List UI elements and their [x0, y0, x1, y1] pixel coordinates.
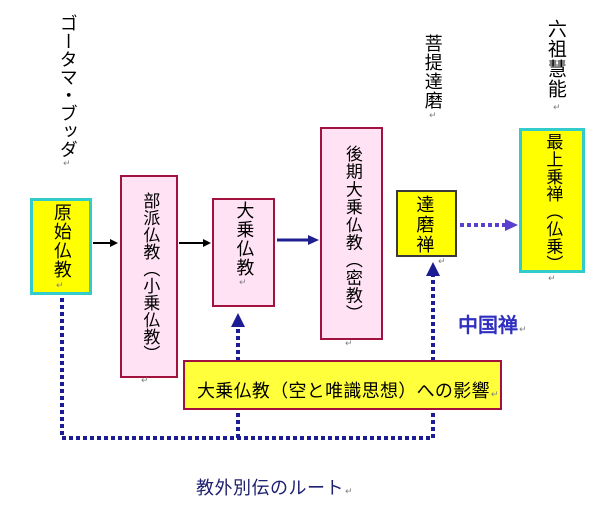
box-sectarian-buddhism: 部派仏教（小乗仏教） [120, 175, 178, 378]
arrow-early-to-sectarian-head [110, 239, 118, 247]
paragraph-mark: ↵ [438, 257, 446, 267]
paragraph-mark: ↵ [548, 274, 556, 284]
box-early-buddhism: 原始仏教 [30, 198, 92, 295]
label-sixth-patriarch-huineng: 六祖慧能 [544, 19, 567, 99]
box-supreme-vehicle-zen: 最上乗禅（仏乗） [519, 128, 585, 273]
route-arrowhead-daruma-zen [426, 262, 440, 276]
box-mahayana-influence-text: 大乗仏教（空と唯識思想）への影響 [197, 381, 490, 402]
box-early-buddhism-text: 原始仏教 [50, 203, 72, 279]
paragraph-mark: ↵ [141, 376, 149, 386]
arrow-daruma-to-supreme-zen-head [505, 219, 518, 231]
arrow-mahayana-to-late-mahayana-head [308, 235, 319, 245]
label-chinese-zen: 中国禅↵ [458, 313, 527, 342]
label-chinese-zen-text: 中国禅 [458, 313, 518, 337]
route-line-main [60, 298, 433, 440]
box-mahayana-buddhism-text: 大乗仏教 [233, 201, 255, 277]
paragraph-mark: ↵ [345, 487, 354, 497]
box-daruma-zen: 達磨禅 [396, 190, 457, 257]
box-daruma-zen-text: 達磨禅 [413, 195, 435, 255]
paragraph-mark: ↵ [63, 159, 71, 169]
paragraph-mark: ↵ [519, 325, 527, 335]
box-supreme-vehicle-zen-text: 最上乗禅（仏乗） [542, 133, 563, 273]
paragraph-mark: ↵ [429, 111, 437, 121]
label-special-transmission-route-text: 教外別伝のルート [196, 478, 344, 499]
label-gautama-buddha: ゴータマ・ブッダ [56, 14, 78, 158]
route-arrowhead-mahayana [231, 313, 245, 327]
paragraph-mark: ↵ [553, 103, 561, 113]
label-special-transmission-route: 教外別伝のルート↵ [196, 478, 353, 503]
arrow-sectarian-to-mahayana-head [203, 239, 211, 247]
paragraph-mark: ↵ [490, 390, 499, 400]
paragraph-mark: ↵ [56, 281, 64, 291]
box-mahayana-buddhism: 大乗仏教 [212, 198, 275, 307]
paragraph-mark: ↵ [345, 339, 353, 349]
box-mahayana-influence: 大乗仏教（空と唯識思想）への影響 ↵ [183, 360, 502, 410]
paragraph-mark: ↵ [239, 278, 247, 288]
box-late-mahayana-buddhism-text: 後期大乗仏教（密教） [341, 145, 362, 322]
box-sectarian-buddhism-text: 部派仏教（小乗仏教） [139, 192, 160, 362]
box-late-mahayana-buddhism: 後期大乗仏教（密教） [320, 127, 383, 340]
label-bodhidharma: 菩提達磨 [421, 34, 443, 110]
